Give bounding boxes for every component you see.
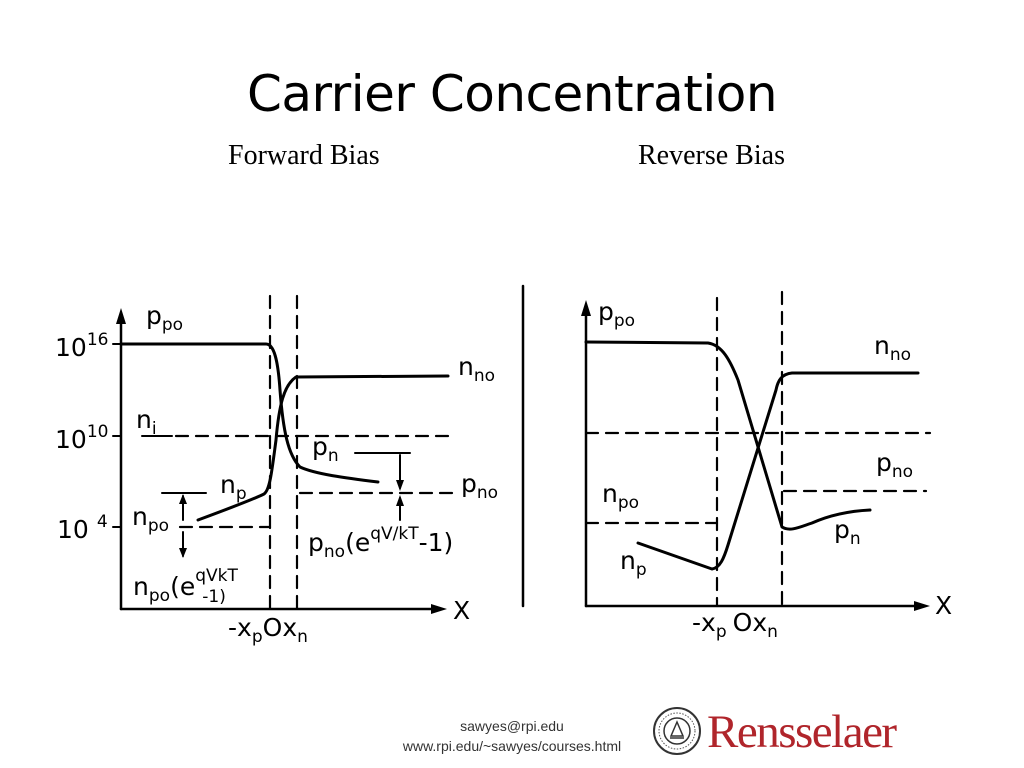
reverse-y-axis-arrow (581, 300, 591, 316)
footer-email: sawyes@rpi.edu (460, 718, 564, 734)
forward-junction-labels: -xpOxn (228, 613, 308, 647)
rensselaer-seal-icon (653, 707, 701, 755)
reverse-x-axis-label: X (935, 591, 952, 620)
forward-ppo-curve (119, 342, 380, 484)
forward-x-axis-arrow (431, 604, 447, 614)
forward-injected-npo-label: npo(eqVkT-1) (133, 566, 238, 607)
forward-x-axis-label: X (453, 596, 470, 625)
slide-title: Carrier Concentration (246, 65, 778, 123)
forward-ni-label: ni (136, 405, 157, 439)
rensselaer-logo-text: Rensselaer (707, 706, 897, 758)
reverse-pno-label: pno (876, 448, 913, 482)
forward-pno-arrowhead-up (396, 495, 404, 506)
forward-ytick-16: 1016 (55, 330, 108, 362)
forward-npo-label: npo (132, 502, 169, 536)
footer-contact: sawyes@rpi.edu www.rpi.edu/~sawyes/cours… (382, 716, 642, 756)
forward-np-label: np (220, 470, 247, 504)
reverse-pn-label: pn (834, 515, 861, 549)
reverse-ppo-label: ppo (598, 297, 635, 331)
reverse-nno-label: nno (874, 331, 911, 365)
forward-npo-arrowhead-down (179, 548, 187, 558)
forward-pno-arrowhead-down (396, 480, 404, 491)
forward-pn-label: pn (312, 432, 339, 466)
forward-nno-label: nno (458, 352, 495, 386)
reverse-np-label: np (620, 546, 647, 580)
subtitle-forward-bias: Forward Bias (228, 140, 380, 171)
forward-pno-label: pno (461, 469, 498, 503)
forward-nno-curve (196, 374, 450, 522)
forward-y-axis-arrow (116, 308, 126, 324)
forward-ppo-label: ppo (146, 301, 183, 335)
forward-npo-arrowhead-up (179, 494, 187, 504)
reverse-x-axis-arrow (914, 601, 930, 611)
reverse-nno-curve (636, 371, 920, 571)
subtitle-reverse-bias: Reverse Bias (638, 140, 785, 171)
forward-bias-panel (112, 294, 454, 614)
reverse-npo-label: npo (602, 479, 639, 513)
forward-injected-pno-label: pno(eqV/kT-1) (308, 524, 453, 562)
reverse-ppo-curve (584, 340, 872, 531)
forward-ytick-10: 1010 (55, 422, 108, 454)
footer-url: www.rpi.edu/~sawyes/courses.html (402, 738, 622, 754)
reverse-bias-panel (581, 290, 932, 611)
